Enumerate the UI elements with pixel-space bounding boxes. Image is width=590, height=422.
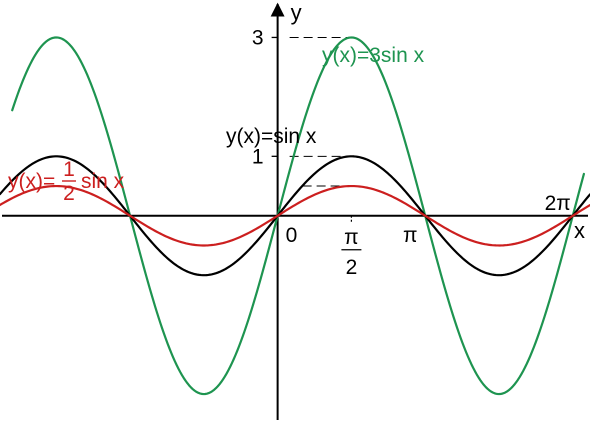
series-label-prefix: y(x)= <box>8 170 55 193</box>
series-label-half-sin: y(x)= 12 sin x <box>8 158 125 205</box>
x-tick-label: π <box>403 224 418 247</box>
y-tick-label: 1 <box>252 145 264 168</box>
series-label-suffix: sin x <box>81 170 125 193</box>
series-line-amplitude-1 <box>0 155 590 277</box>
x-tick-label: 0 <box>286 224 298 247</box>
series-label-three-sin: y(x)=3sin x <box>322 44 425 67</box>
sine-curves <box>0 36 590 396</box>
x-tick-label-numerator: π <box>344 226 359 249</box>
series-line-amplitude-0-5 <box>0 184 590 247</box>
x-tick-label-denominator: 2 <box>346 256 358 279</box>
x-tick-label: 2π <box>545 192 571 215</box>
y-tick-label: 3 <box>252 26 264 49</box>
series-label-denominator: 2 <box>63 182 75 205</box>
x-axis-label: x <box>574 218 585 243</box>
series-label-numerator: 1 <box>63 158 75 181</box>
series-label-sin: y(x)=sin x <box>226 125 317 148</box>
dashed-guide-lines <box>289 36 352 187</box>
y-axis-label: y <box>291 0 302 25</box>
series-line-amplitude-3 <box>11 36 585 396</box>
